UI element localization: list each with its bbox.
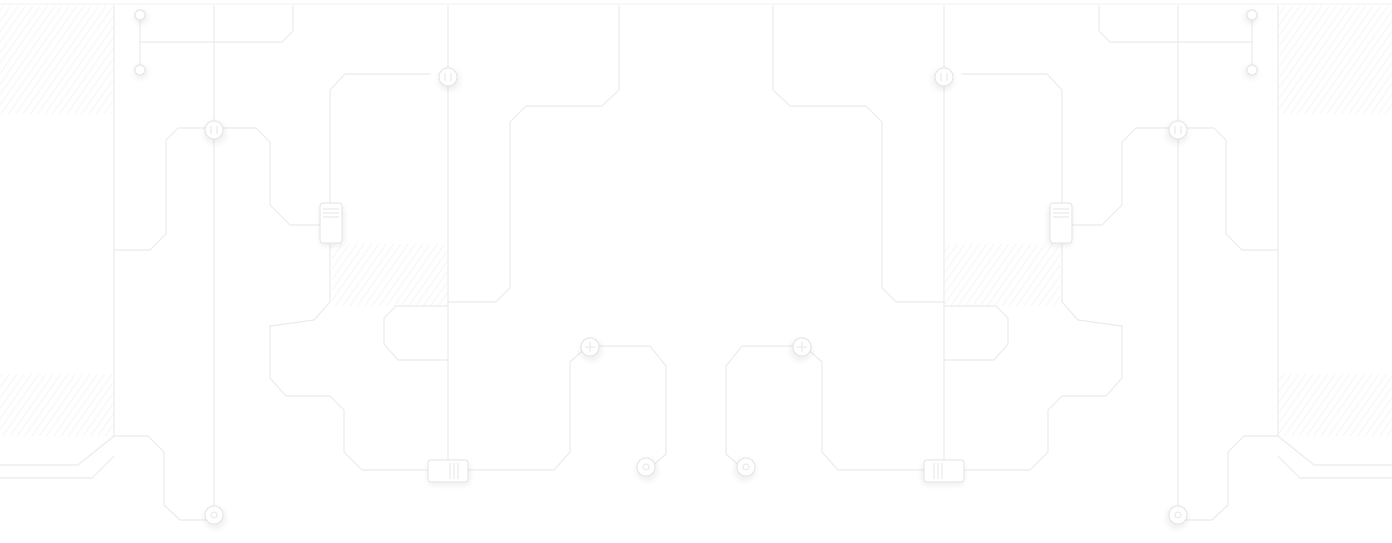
hatch-top-right	[1279, 6, 1392, 114]
components-left	[134, 9, 658, 529]
via-icon	[134, 64, 148, 79]
pad-icon	[204, 120, 226, 144]
hatch-top-left	[0, 6, 113, 114]
pad-icon	[790, 337, 812, 361]
hatch-bottom-right	[1279, 374, 1392, 436]
hatch-bottom-left	[0, 374, 113, 436]
chip-icon	[427, 459, 470, 485]
hatch-mid-right	[945, 244, 1060, 306]
chip-icon	[922, 459, 965, 485]
chip-icon	[319, 202, 344, 246]
via-icon	[1244, 64, 1258, 79]
via-icon	[134, 9, 148, 24]
chip-icon	[1048, 202, 1073, 246]
pad-icon	[734, 457, 756, 481]
components-right	[734, 9, 1258, 529]
pad-icon	[204, 505, 226, 529]
pad-icon	[1166, 505, 1188, 529]
pad-icon	[580, 337, 602, 361]
hatched-regions	[0, 6, 1392, 436]
via-icon	[1244, 9, 1258, 24]
pad-icon	[1166, 120, 1188, 144]
pad-icon	[438, 67, 460, 91]
hatch-mid-left	[332, 244, 447, 306]
pad-icon	[636, 457, 658, 481]
pad-icon	[932, 67, 954, 91]
